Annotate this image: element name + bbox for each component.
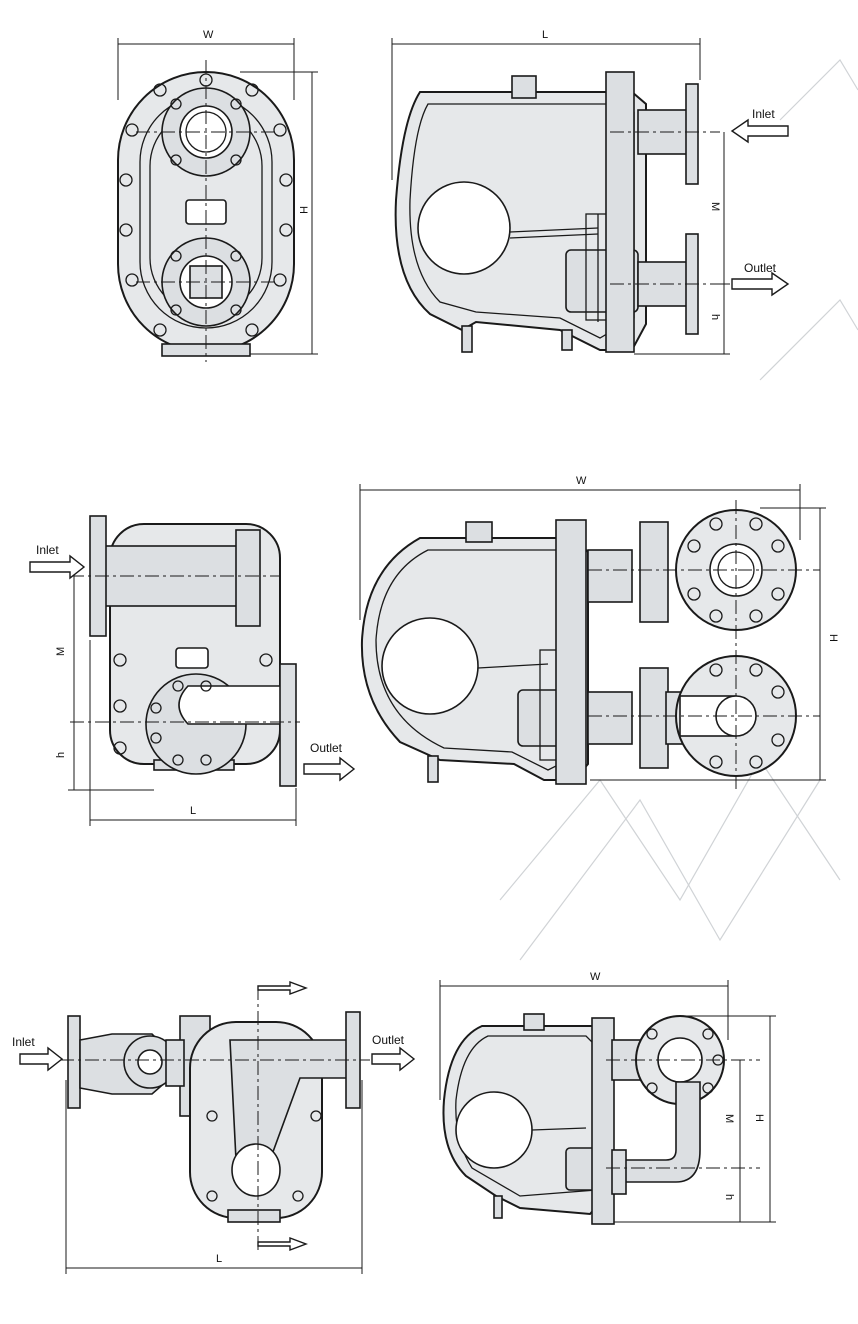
top-side-outlet-label: Outlet — [744, 261, 777, 275]
top-side-view — [391, 38, 790, 355]
middle-front-dim-m: M — [55, 647, 67, 656]
middle-front-inlet-label: Inlet — [36, 543, 59, 557]
middle-side-dim-w: W — [576, 475, 587, 487]
top-side-dim-m: M — [709, 202, 721, 211]
bottom-front-inlet-label: Inlet — [12, 1035, 35, 1049]
bottom-side-dim-w: W — [590, 971, 601, 983]
top-front-view — [117, 38, 318, 362]
bottom-front-view — [19, 980, 416, 1274]
top-side-dim-h: h — [709, 314, 721, 320]
middle-front-view — [29, 515, 356, 826]
bottom-side-dim-h-small: h — [723, 1194, 735, 1200]
middle-front-dim-h: h — [55, 752, 67, 758]
middle-front-dim-l: L — [190, 805, 196, 817]
bottom-side-dim-h: H — [753, 1114, 765, 1122]
middle-front-outlet-label: Outlet — [310, 741, 343, 755]
top-side-dim-l: L — [542, 29, 548, 41]
top-front-dim-w: W — [203, 29, 214, 41]
bottom-side-dim-m: M — [723, 1114, 735, 1123]
bottom-front-outlet-label: Outlet — [372, 1033, 405, 1047]
bottom-front-dim-l: L — [216, 1253, 222, 1265]
middle-side-dim-h: H — [827, 634, 839, 642]
watermark — [499, 59, 858, 961]
bottom-side-view — [439, 980, 776, 1225]
top-front-dim-h: H — [297, 206, 309, 214]
middle-side-view — [359, 484, 826, 790]
top-side-inlet-label: Inlet — [752, 107, 775, 121]
